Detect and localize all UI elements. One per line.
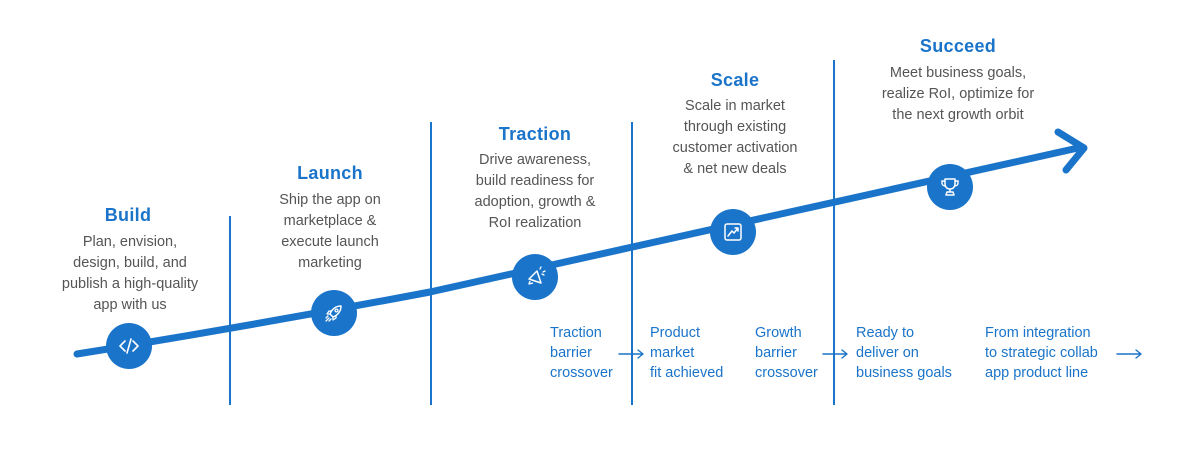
code-icon [119,338,139,354]
milestone-traction-barrier: Traction barrier crossover [550,325,613,381]
milestone-growth-barrier: Growth barrier crossover [755,325,818,381]
launch-node [311,290,357,336]
trending-chart-icon [724,223,742,241]
stage-desc-scale: Scale in market through existing custome… [672,98,798,177]
scale-node [710,209,756,255]
traction-node [512,254,558,300]
stage-title-succeed: Succeed [919,36,997,56]
stage-title-launch: Launch [297,163,363,183]
milestone-arrow-1 [618,349,644,359]
stage-desc-traction: Drive awareness, build readiness for ado… [474,152,596,231]
stage-desc-succeed: Meet business goals, realize RoI, optimi… [881,65,1035,123]
stage-title-traction: Traction [498,124,572,144]
growth-arrow-head [1054,128,1088,174]
stage-title-build: Build [104,205,152,225]
milestone-integration: From integration to strategic collab app… [985,325,1098,381]
milestone-arrow-3 [1116,349,1142,359]
stage-title-scale: Scale [710,70,760,90]
stage-desc-build: Plan, envision, design, build, and publi… [61,234,199,313]
succeed-node [927,164,973,210]
trophy-icon [941,178,959,196]
milestone-product-market-fit: Product market fit achieved [650,325,724,381]
milestone-ready-to-deliver: Ready to deliver on business goals [856,325,952,381]
milestone-arrow-2 [822,349,848,359]
megaphone-icon [528,266,546,285]
build-node [106,323,152,369]
rocket-icon [325,305,342,322]
stage-desc-launch: Ship the app on marketplace & execute la… [279,192,381,271]
